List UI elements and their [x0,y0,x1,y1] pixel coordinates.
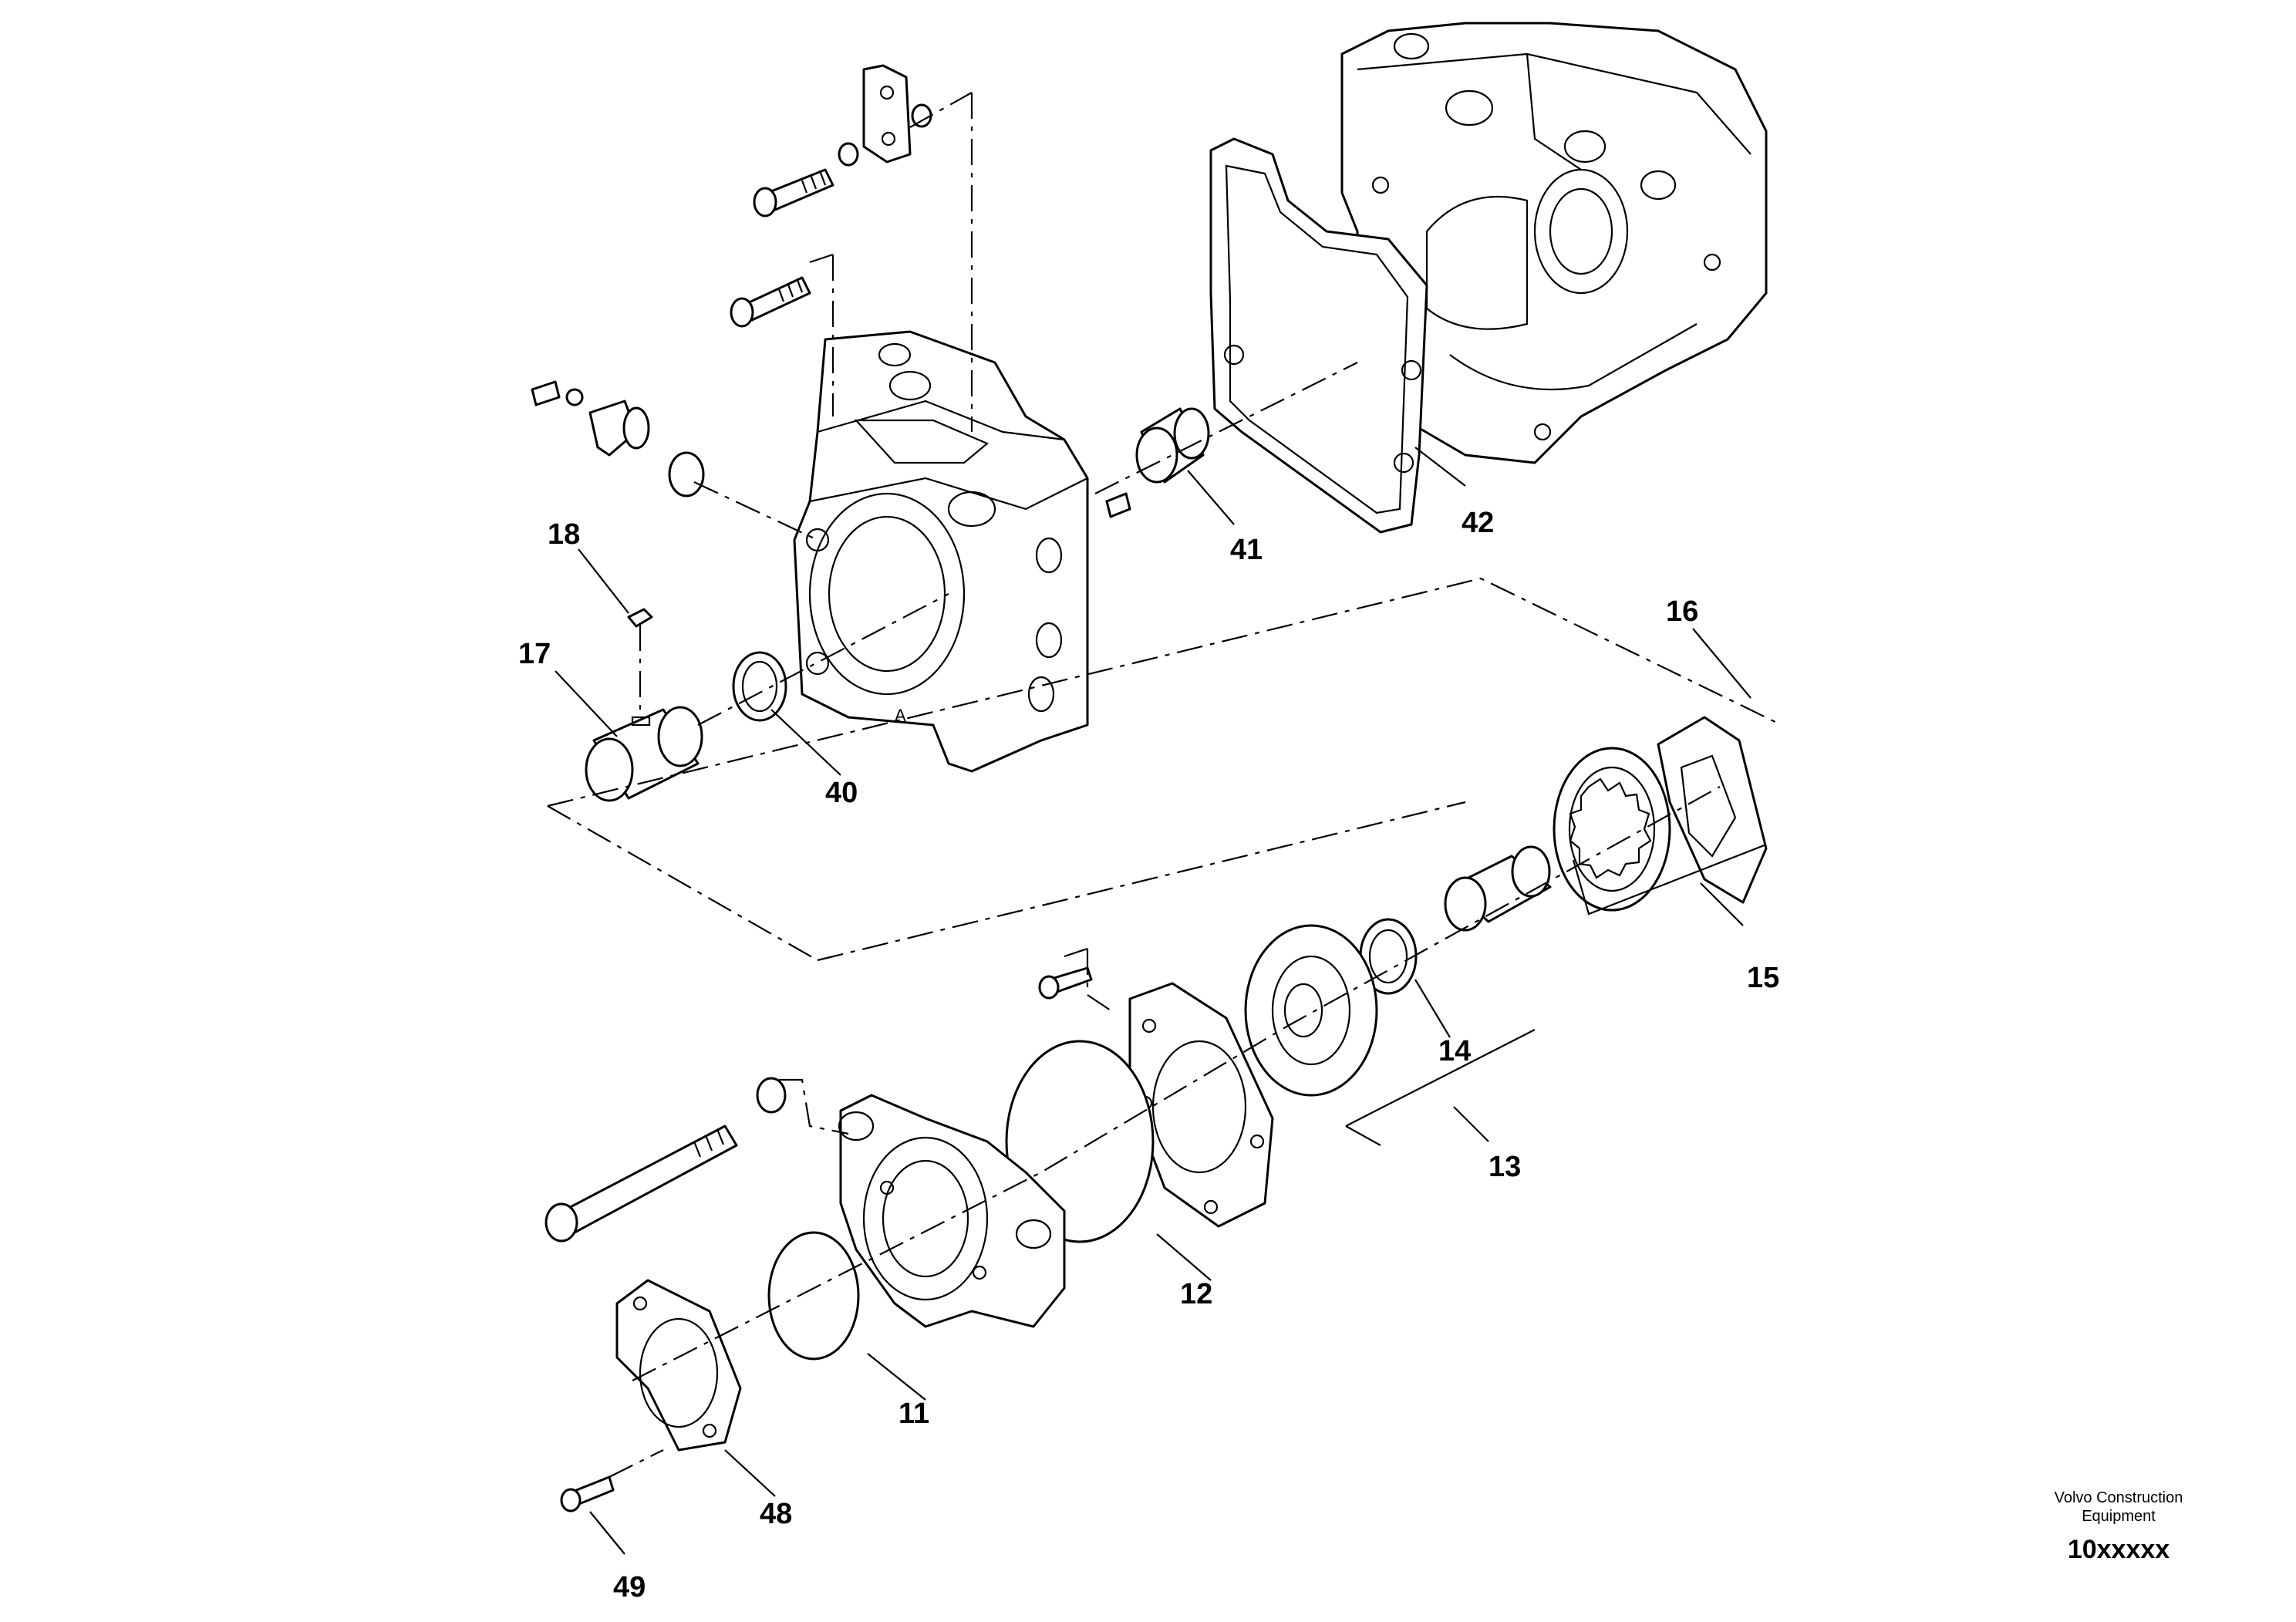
callout-13: 13 [1489,1151,1521,1183]
drawing-code: 10xxxxx [2067,1535,2170,1564]
callout-16: 16 [1666,595,1698,628]
upper-bolt [753,168,834,218]
callout-11: 11 [899,1398,929,1430]
callout-49: 49 [613,1571,646,1603]
callout-18: 18 [548,518,580,551]
callout-48: 48 [760,1498,792,1530]
seal-cover-13 [1244,924,1378,1097]
brand-label: Volvo Construction Equipment [2054,1489,2183,1525]
leader-lines [555,447,1767,1555]
callout-17: 17 [518,638,551,670]
svg-text:A: A [895,706,906,725]
set-screw [531,380,584,406]
seal-plate-16 [1657,716,1768,904]
gasket [1209,137,1428,534]
callout-41: 41 [1230,534,1263,566]
callout-15: 15 [1747,962,1779,994]
pin-18 [627,608,653,628]
cover-plate-48 [615,1279,742,1452]
group-outline [547,577,1782,962]
center-lines [609,92,1721,1478]
small-plug [1105,492,1131,518]
mid-bolt [730,276,811,328]
pump-housing [1340,22,1768,464]
bracket-plate [862,64,912,164]
washer-bolt [756,1077,787,1114]
collar-14 [1359,918,1418,995]
oring-upper [668,451,705,497]
bushing-41 [1135,407,1210,484]
callout-12: 12 [1180,1278,1212,1310]
bearing-15 [1553,747,1671,912]
plug-fitting [588,400,650,457]
valve-block: A [793,330,1089,773]
small-bolt-upper [1038,966,1093,1000]
callout-14: 14 [1438,1035,1471,1067]
cover-housing [838,1094,1066,1328]
bolt-49 [560,1475,615,1512]
oring-11 [767,1231,860,1361]
callout-42: 42 [1462,507,1494,539]
ring-40 [732,651,787,722]
sleeve-shaft [1444,845,1552,932]
callout-40: 40 [825,777,858,809]
long-bolt [544,1125,738,1243]
callouts: 11 12 13 14 15 16 17 18 40 41 42 48 49 [518,507,1779,1603]
